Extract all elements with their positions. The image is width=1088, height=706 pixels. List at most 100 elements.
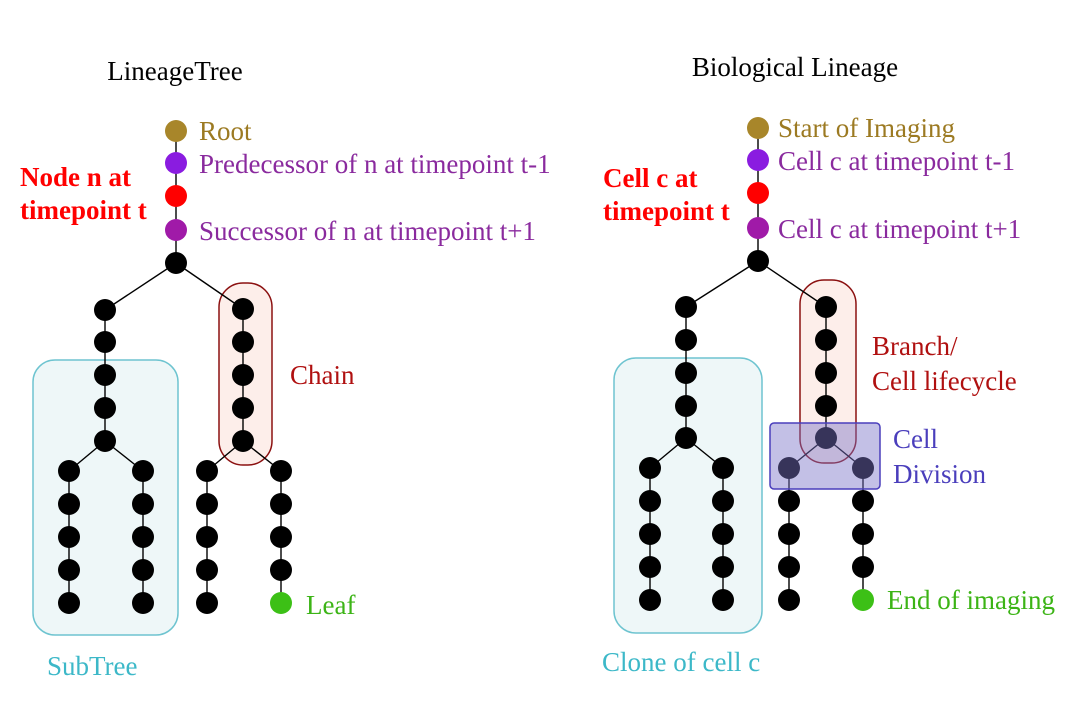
tree-node — [58, 592, 80, 614]
tree-node — [639, 490, 661, 512]
tree-node — [675, 296, 697, 318]
root-node — [747, 117, 769, 139]
leaf-label: Leaf — [306, 590, 355, 620]
tree-node — [196, 460, 218, 482]
tree-node — [232, 397, 254, 419]
cell-label-line2: timepoint t — [603, 196, 730, 226]
current-node — [747, 182, 769, 204]
branch-label-line1: Branch/ — [872, 331, 958, 361]
tree-node — [815, 395, 837, 417]
tree-edge — [757, 260, 827, 308]
tree-node — [712, 556, 734, 578]
tree-node — [94, 430, 116, 452]
start-of-imaging-label: Start of Imaging — [778, 113, 955, 143]
lineage-nodes — [639, 117, 874, 611]
cell-label-line1: Cell c at — [603, 163, 697, 193]
tree-node — [270, 460, 292, 482]
tree-node — [815, 329, 837, 351]
chain-label: Chain — [290, 360, 355, 390]
right-title: Biological Lineage — [692, 52, 898, 82]
tree-node — [232, 364, 254, 386]
tree-node — [778, 490, 800, 512]
tree-node — [270, 526, 292, 548]
tree-node — [815, 427, 837, 449]
predecessor-label: Predecessor of n at timepoint t-1 — [199, 149, 551, 179]
tree-node — [132, 460, 154, 482]
predecessor-node — [165, 152, 187, 174]
tree-node — [639, 523, 661, 545]
tree-node — [675, 362, 697, 384]
successor-label: Successor of n at timepoint t+1 — [199, 216, 536, 246]
tree-node — [132, 526, 154, 548]
tree-node — [94, 397, 116, 419]
lineage-tree-panel: LineageTree Root Predecessor of n at tim… — [20, 56, 551, 681]
tree-node — [196, 592, 218, 614]
tree-node — [232, 331, 254, 353]
successor-node — [165, 219, 187, 241]
tree-node — [270, 559, 292, 581]
root-label: Root — [199, 116, 252, 146]
tree-node — [196, 493, 218, 515]
tree-edge — [175, 262, 244, 310]
leaf-node — [270, 592, 292, 614]
tree-node — [94, 364, 116, 386]
tree-node — [852, 457, 874, 479]
tree-node — [712, 490, 734, 512]
tree-node — [712, 523, 734, 545]
root-node — [165, 120, 187, 142]
tree-node — [675, 329, 697, 351]
tree-edge — [104, 262, 177, 311]
current-node — [165, 185, 187, 207]
tree-node — [778, 523, 800, 545]
division-box — [769, 422, 881, 490]
tree-node — [94, 331, 116, 353]
division-node — [747, 250, 769, 272]
tree-node — [639, 556, 661, 578]
tree-node — [58, 460, 80, 482]
tree-node — [639, 457, 661, 479]
left-title: LineageTree — [107, 56, 242, 86]
tree-node — [232, 298, 254, 320]
tree-node — [815, 362, 837, 384]
division-node — [165, 252, 187, 274]
tree-node — [778, 457, 800, 479]
tree-node — [778, 589, 800, 611]
branch-label-line2: Cell lifecycle — [872, 366, 1017, 396]
tree-node — [196, 559, 218, 581]
subtree-label: SubTree — [47, 651, 138, 681]
tree-node — [712, 457, 734, 479]
cell-prev-label: Cell c at timepoint t-1 — [778, 146, 1015, 176]
tree-node — [852, 523, 874, 545]
tree-node — [778, 556, 800, 578]
tree-node — [712, 589, 734, 611]
successor-node — [747, 217, 769, 239]
tree-node — [675, 427, 697, 449]
tree-node — [58, 559, 80, 581]
tree-node — [232, 430, 254, 452]
biological-lineage-panel: Biological Lineage Start of Imaging Cell… — [602, 52, 1055, 677]
tree-node — [675, 395, 697, 417]
tree-nodes — [58, 120, 292, 614]
tree-node — [270, 493, 292, 515]
node-label-line1: Node n at — [20, 162, 131, 192]
tree-node — [815, 296, 837, 318]
tree-node — [132, 493, 154, 515]
division-label-line2: Division — [893, 459, 987, 489]
tree-node — [132, 559, 154, 581]
node-label-line2: timepoint t — [20, 195, 147, 225]
leaf-node — [852, 589, 874, 611]
cell-next-label: Cell c at timepoint t+1 — [778, 214, 1021, 244]
tree-node — [58, 526, 80, 548]
clone-label: Clone of cell c — [602, 647, 760, 677]
tree-node — [132, 592, 154, 614]
end-of-imaging-label: End of imaging — [887, 585, 1055, 615]
tree-node — [852, 556, 874, 578]
tree-node — [852, 490, 874, 512]
predecessor-node — [747, 149, 769, 171]
division-label-line1: Cell — [893, 424, 938, 454]
tree-node — [94, 299, 116, 321]
tree-node — [196, 526, 218, 548]
tree-node — [58, 493, 80, 515]
tree-node — [639, 589, 661, 611]
